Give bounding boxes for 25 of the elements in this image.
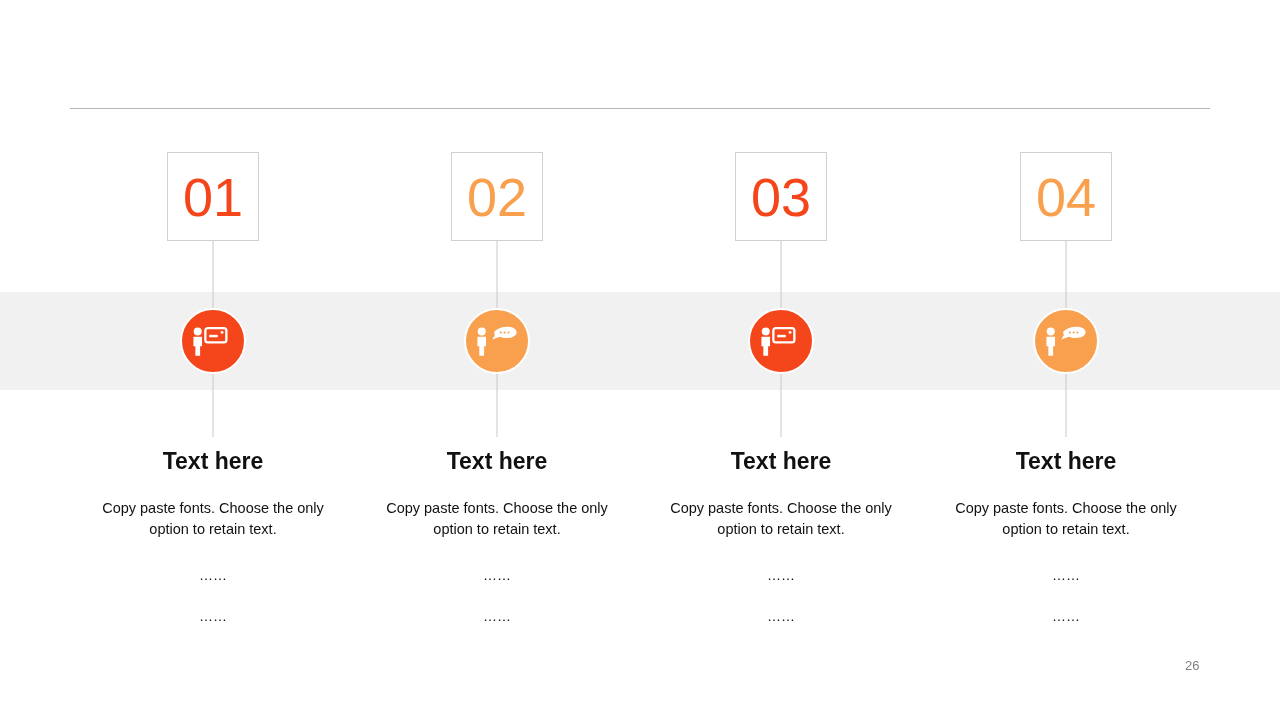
- ellipsis-text: ……: [198, 607, 228, 626]
- page-number: 26: [1185, 658, 1200, 673]
- number-box: [1020, 152, 1112, 241]
- step-heading: Text here: [729, 448, 833, 474]
- step-number: 04: [1035, 169, 1097, 224]
- step-description: Copy paste fonts. Choose the only option to retain text.: [385, 499, 609, 539]
- number-box: [735, 152, 827, 241]
- step-number: 01: [182, 169, 244, 224]
- ellipsis-text: ……: [766, 607, 796, 626]
- ellipsis-text: ……: [482, 566, 512, 585]
- ellipsis-text: ……: [766, 566, 796, 585]
- step-description: Copy paste fonts. Choose the only option to retain text.: [101, 499, 325, 539]
- step-number: 03: [750, 169, 812, 224]
- number-box: [451, 152, 543, 241]
- ellipsis-text: ……: [198, 566, 228, 585]
- step-heading: Text here: [161, 448, 265, 474]
- ellipsis-text: ……: [1051, 566, 1081, 585]
- ellipsis-text: ……: [482, 607, 512, 626]
- step-description: Copy paste fonts. Choose the only option to retain text.: [954, 499, 1178, 539]
- step-heading: Text here: [1014, 448, 1118, 474]
- step-number: 02: [466, 169, 528, 224]
- step-heading: Text here: [445, 448, 549, 474]
- ellipsis-text: ……: [1051, 607, 1081, 626]
- number-box: [167, 152, 259, 241]
- step-description: Copy paste fonts. Choose the only option to retain text.: [669, 499, 893, 539]
